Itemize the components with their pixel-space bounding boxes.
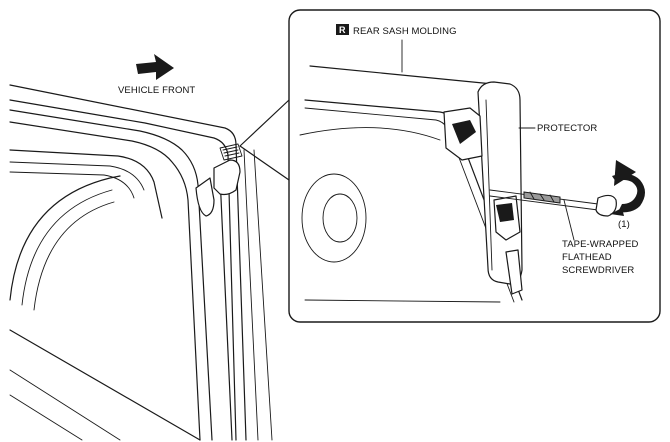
door-frame-overview <box>9 84 273 441</box>
screwdriver-illustration <box>489 189 617 217</box>
protector-label: PROTECTOR <box>537 123 597 134</box>
r-badge-text: R <box>339 25 346 35</box>
rear-sash-molding-label: REAR SASH MOLDING <box>353 26 457 37</box>
tool-label-line3: SCREWDRIVER <box>562 265 634 276</box>
detail-box <box>288 9 661 323</box>
detail-illustration <box>299 65 523 303</box>
tool-label-line2: FLATHEAD <box>562 252 612 263</box>
callout-leader <box>239 99 290 181</box>
screwdriver-leader <box>563 199 575 241</box>
vehicle-front-label: VEHICLE FRONT <box>118 85 195 96</box>
step-number-label: (1) <box>618 219 630 230</box>
rotation-arrow <box>610 160 645 216</box>
vehicle-front-arrow <box>136 54 174 80</box>
tool-label-line1: TAPE-WRAPPED <box>562 239 639 250</box>
r-badge <box>336 24 349 35</box>
